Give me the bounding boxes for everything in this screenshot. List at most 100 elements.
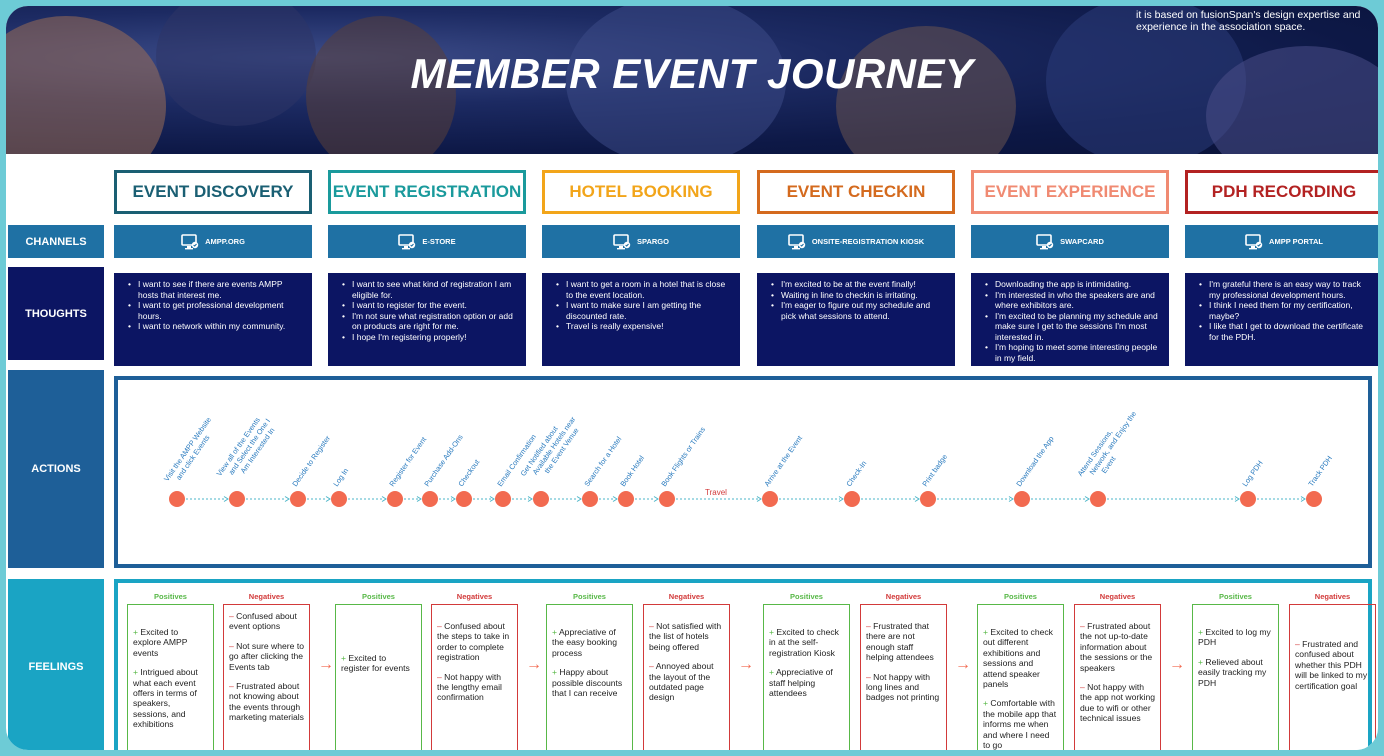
channel-label: SPARGO [637, 237, 669, 246]
thought-item: I'm excited to be at the event finally! [771, 279, 945, 290]
thought-item: Waiting in line to checkin is irritating… [771, 290, 945, 301]
positive-text: Excited to explore AMPP events [133, 627, 188, 658]
positives-header: Positives [573, 592, 606, 601]
positive-item: + Relieved about easily tracking my PDH [1198, 656, 1267, 688]
action-dot [456, 491, 472, 507]
action-dot [331, 491, 347, 507]
timeline-arrow [325, 496, 331, 502]
timeline-arrow [223, 496, 229, 502]
timeline-arrow [381, 496, 387, 502]
positive-text: Excited to log my PDH [1198, 627, 1271, 648]
thought-item: I want to make sure I am getting the dis… [556, 300, 730, 321]
positive-text: Excited to check out different exhibitio… [983, 627, 1053, 690]
negative-text: Not satisfied with the list of hotels be… [649, 621, 722, 652]
negative-item: – Frustrated about the not up-to-date in… [1080, 621, 1153, 673]
thought-card: I want to get a room in a hotel that is … [542, 273, 740, 366]
channel-card: ONSITE-REGISTRATION KIOSK [757, 225, 955, 258]
thought-item: I'm not sure what registration option or… [342, 311, 516, 332]
arrow-right-icon: → [526, 656, 542, 673]
negatives-card: – Confused about event options– Not sure… [223, 604, 310, 750]
negative-text: Confused about the steps to take in orde… [437, 621, 510, 663]
negatives-header: Negatives [1099, 592, 1136, 601]
positive-text: Happy about possible discounts that I ca… [552, 667, 623, 699]
negatives-card: – Frustrated that there are not enough s… [860, 604, 947, 750]
action-label: Book Hotel [618, 453, 646, 488]
action-dot [659, 491, 675, 507]
channel-card: SPARGO [542, 225, 740, 258]
thought-item: I want to get professional development h… [128, 300, 302, 321]
positive-text: Excited to register for events [341, 653, 410, 674]
stage-header: PDH RECORDING [1185, 170, 1378, 214]
stage-header: HOTEL BOOKING [542, 170, 740, 214]
positive-item: + Excited to explore AMPP events [133, 627, 188, 658]
negative-text: Frustrated about not knowing about the e… [229, 681, 304, 723]
positive-text: Relieved about easily tracking my PDH [1198, 656, 1267, 688]
arrow-right-icon: → [738, 656, 754, 673]
thought-item: I want to network within my community. [128, 321, 302, 332]
timeline-arrow [756, 496, 762, 502]
action-dot [1306, 491, 1322, 507]
positives-card: + Excited to log my PDH+ Relieved about … [1192, 604, 1279, 750]
action-dot [920, 491, 936, 507]
timeline-arrow [450, 496, 456, 502]
timeline-arrow [1008, 496, 1014, 502]
arrow-right-icon: → [955, 656, 971, 673]
monitor-icon [613, 233, 631, 250]
negatives-header: Negatives [1314, 592, 1351, 601]
action-label: Decide to Register [290, 433, 332, 488]
travel-label: Travel [705, 488, 727, 497]
thought-item: I want to get a room in a hotel that is … [556, 279, 730, 300]
timeline-arrow [653, 496, 659, 502]
thought-card: I'm grateful there is an easy way to tra… [1185, 273, 1378, 366]
channel-label: AMPP.ORG [205, 237, 245, 246]
thought-card: I'm excited to be at the event finally!W… [757, 273, 955, 366]
timeline-arrow [284, 496, 290, 502]
thought-item: I think I need them for my certification… [1199, 300, 1373, 321]
positive-item: + Excited to check in at the self-regist… [769, 627, 839, 658]
action-dot [290, 491, 306, 507]
negatives-card: – Not satisfied with the list of hotels … [643, 604, 730, 750]
positive-item: + Appreciative of staff helping attendee… [769, 667, 833, 699]
negatives-card: – Confused about the steps to take in or… [431, 604, 518, 750]
negative-text: Confused about event options [229, 611, 297, 632]
negative-text: Not happy with long lines and badges not… [866, 671, 940, 703]
thought-item: I want to register for the event. [342, 300, 516, 311]
timeline-arrow [1300, 496, 1306, 502]
thought-item: I want to see what kind of registration … [342, 279, 516, 300]
negative-item: – Not happy with the lengthy email confi… [437, 671, 502, 703]
channel-label: E-STORE [422, 237, 456, 246]
thought-item: I hope I'm registering properly! [342, 332, 516, 343]
negative-text: Not happy with the lengthy email confirm… [437, 671, 502, 703]
positives-header: Positives [362, 592, 395, 601]
monitor-icon [398, 233, 416, 250]
timeline-arrow [612, 496, 618, 502]
positive-item: + Happy about possible discounts that I … [552, 667, 623, 699]
timeline-arrow [1234, 496, 1240, 502]
channel-card: AMPP.ORG [114, 225, 312, 258]
stage-header: EVENT CHECKIN [757, 170, 955, 214]
negative-item: – Confused about event options [229, 611, 297, 632]
action-label: Register for Event [387, 435, 428, 488]
timeline-arrow [576, 496, 582, 502]
channel-label: AMPP PORTAL [1269, 237, 1323, 246]
negatives-header: Negatives [456, 592, 493, 601]
timeline-arrow [838, 496, 844, 502]
action-label: Log In [331, 466, 350, 488]
positive-item: + Comfortable with the mobile app that i… [983, 698, 1057, 750]
action-dot [844, 491, 860, 507]
action-label: Search for a Hotel [582, 435, 623, 489]
stage-header: EVENT EXPERIENCE [971, 170, 1169, 214]
channel-card: E-STORE [328, 225, 526, 258]
action-dot [582, 491, 598, 507]
negatives-header: Negatives [668, 592, 705, 601]
negative-text: Frustrated about the not up-to-date info… [1080, 621, 1153, 673]
positive-item: + Intrigued about what each event offers… [133, 667, 198, 730]
action-dot [762, 491, 778, 507]
timeline-arrow [527, 496, 533, 502]
positives-header: Positives [1219, 592, 1252, 601]
positives-header: Positives [154, 592, 187, 601]
negatives-card: – Frustrated and confused about whether … [1289, 604, 1376, 750]
monitor-icon [1036, 233, 1054, 250]
positive-item: + Excited to register for events [341, 653, 410, 674]
